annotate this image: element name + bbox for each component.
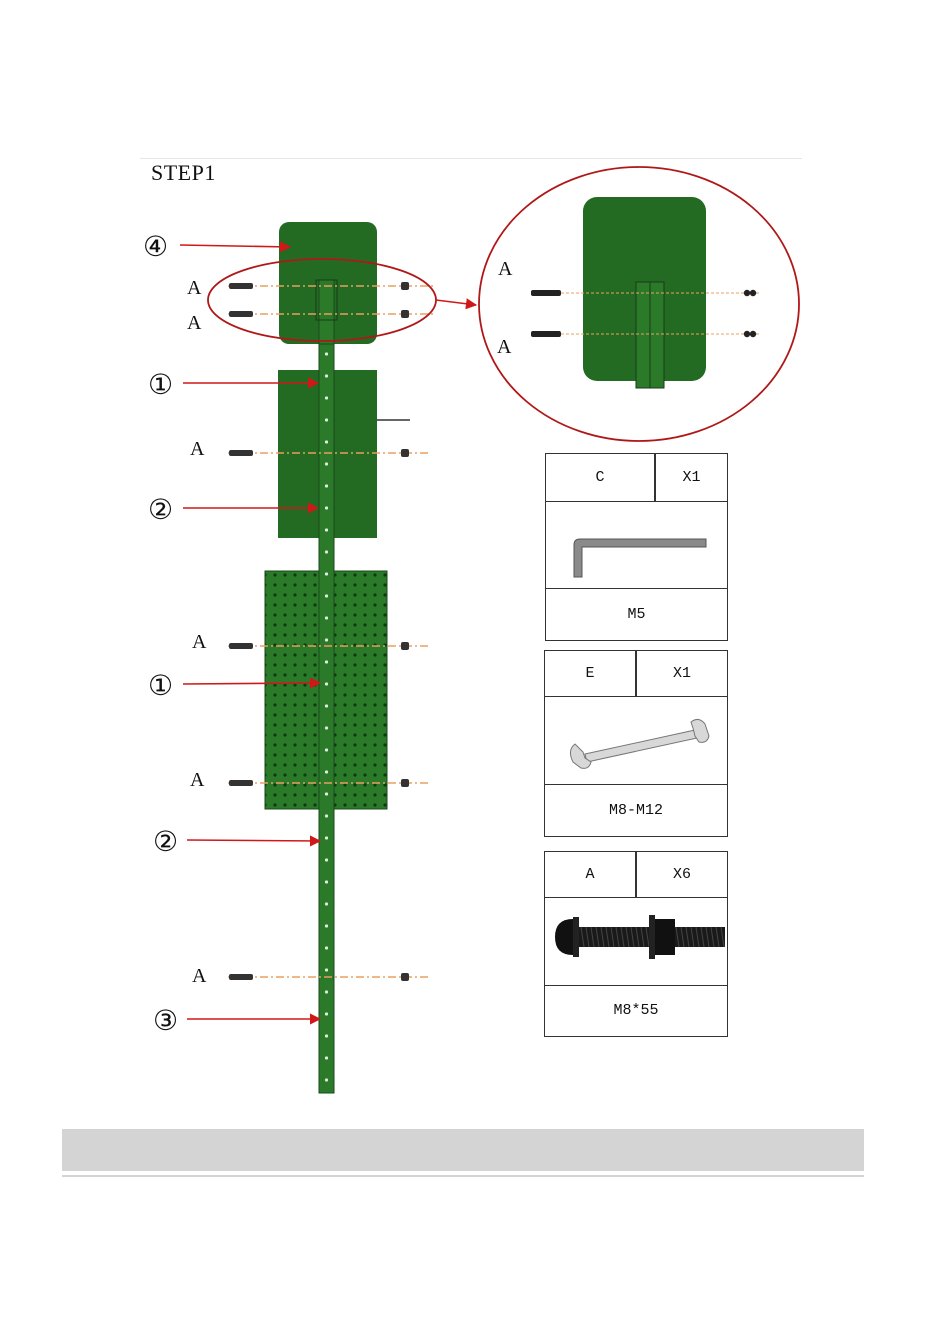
pole-hole bbox=[325, 770, 328, 773]
pole-hole bbox=[325, 726, 328, 729]
pole-hole bbox=[325, 990, 328, 993]
pole-hole bbox=[325, 484, 328, 487]
pole-hole bbox=[325, 1034, 328, 1037]
pole-hole bbox=[325, 968, 328, 971]
hardware-qty: X1 bbox=[637, 651, 727, 696]
pole-hole bbox=[325, 374, 328, 377]
label-a-2: A bbox=[187, 312, 202, 334]
pole-hole bbox=[325, 946, 328, 949]
label-part-2-upper: ② bbox=[148, 493, 173, 526]
pole-hole bbox=[325, 924, 328, 927]
hardware-box-allen-key: C X1 M5 bbox=[545, 453, 728, 641]
hardware-qty: X1 bbox=[656, 454, 727, 501]
pole-hole bbox=[325, 660, 328, 663]
hardware-spec: M8*55 bbox=[545, 985, 727, 1036]
pole-hole bbox=[325, 1012, 328, 1015]
pole-front bbox=[319, 344, 334, 1093]
label-a-4: A bbox=[192, 631, 207, 653]
pole-hole bbox=[325, 814, 328, 817]
hardware-spec: M8-M12 bbox=[545, 784, 727, 836]
pole-hole bbox=[325, 638, 328, 641]
zoom-detail bbox=[479, 167, 799, 441]
label-part-4: ④ bbox=[143, 230, 168, 263]
label-a-3: A bbox=[190, 438, 205, 460]
pole-hole bbox=[325, 440, 328, 443]
pole-hole bbox=[325, 418, 328, 421]
pole-hole bbox=[325, 352, 328, 355]
pole-hole bbox=[325, 792, 328, 795]
label-a-6: A bbox=[192, 965, 207, 987]
pole-hole bbox=[325, 396, 328, 399]
label-part-3: ③ bbox=[153, 1004, 178, 1037]
detail-arrow bbox=[436, 300, 476, 305]
label-a-5: A bbox=[190, 769, 205, 791]
box-panel-upper bbox=[278, 370, 410, 538]
hardware-box-bolt: A X6 M8*55 bbox=[544, 851, 728, 1037]
hardware-code: E bbox=[545, 651, 635, 696]
pole-hole bbox=[325, 682, 328, 685]
label-a-1: A bbox=[187, 277, 202, 299]
bolt-icon bbox=[545, 897, 727, 985]
label-part-1-upper: ① bbox=[148, 368, 173, 401]
hardware-box-wrench: E X1 M8-M12 bbox=[544, 650, 728, 837]
pole-hole bbox=[325, 836, 328, 839]
pole-hole bbox=[325, 858, 328, 861]
pole-hole bbox=[325, 572, 328, 575]
pole-hole bbox=[325, 594, 328, 597]
hardware-qty: X6 bbox=[637, 852, 727, 897]
label-part-2-lower: ② bbox=[153, 825, 178, 858]
label-part-1-lower: ① bbox=[148, 669, 173, 702]
label-a-zoom-1: A bbox=[498, 258, 513, 280]
pole-hole bbox=[325, 550, 328, 553]
footer-bar bbox=[62, 1129, 864, 1171]
wrench-icon bbox=[545, 696, 727, 784]
pole-hole bbox=[325, 902, 328, 905]
pole-hole bbox=[325, 880, 328, 883]
pole-hole bbox=[325, 462, 328, 465]
label-a-zoom-2: A bbox=[497, 336, 512, 358]
hardware-code: A bbox=[545, 852, 635, 897]
footer-line bbox=[62, 1175, 864, 1177]
pole-hole bbox=[325, 1078, 328, 1081]
pole-hole bbox=[325, 616, 328, 619]
pole-hole bbox=[325, 748, 328, 751]
pole-hole bbox=[325, 1056, 328, 1059]
allen-key-icon bbox=[546, 501, 726, 587]
pole-hole bbox=[325, 506, 328, 509]
pole-hole bbox=[325, 704, 328, 707]
pole-hole bbox=[325, 528, 328, 531]
hardware-spec: M5 bbox=[546, 588, 727, 640]
hardware-code: C bbox=[546, 454, 654, 501]
